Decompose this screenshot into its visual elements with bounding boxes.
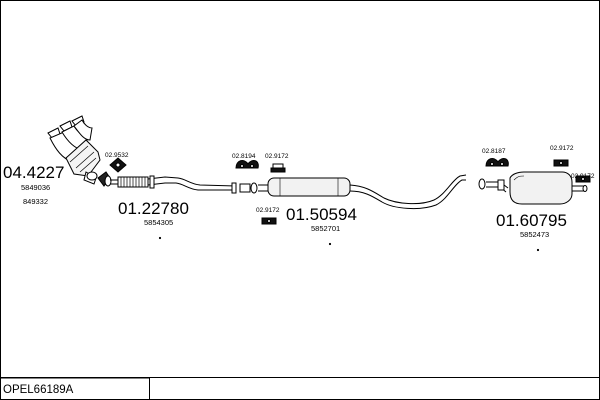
accessory-code: 02.9172	[550, 145, 574, 152]
accessory-code: 02.9172	[256, 207, 280, 214]
ref-number: 5852473	[520, 230, 549, 239]
front-pipe-drawing	[104, 175, 237, 194]
rubber-mount-icon	[553, 159, 569, 167]
part-number-middle-silencer: 01.50594	[286, 205, 357, 224]
accessory-code: 02.8194	[232, 153, 256, 160]
accessory-code: 02.9172	[571, 173, 595, 180]
hanger-icon	[485, 158, 509, 167]
ref-number: 5849036	[21, 183, 50, 192]
accessory-code: 02.9172	[265, 153, 289, 160]
ref-number: 5852701	[311, 224, 340, 233]
part-number-front-pipe: 01.22780	[118, 199, 189, 218]
rear-silencer-drawing	[478, 171, 588, 205]
rubber-mount-icon	[575, 175, 591, 183]
ref-number: 849332	[23, 197, 48, 206]
ref-number: 5854305	[144, 218, 173, 227]
accessory-code: 02.9532	[105, 152, 129, 159]
part-number-rear-silencer: 01.60795	[496, 211, 567, 230]
middle-silencer-drawing	[239, 174, 467, 210]
accessory-icons	[109, 157, 591, 252]
diagram-title: OPEL66189A	[3, 384, 74, 396]
manifold-catalyst-drawing	[47, 115, 111, 187]
rubber-mount-icon	[270, 163, 286, 173]
title-box: OPEL66189A	[0, 377, 150, 400]
rubber-mount-icon	[261, 217, 277, 225]
clamp-icon	[109, 157, 127, 173]
accessory-code: 02.8187	[482, 148, 506, 155]
hanger-icon	[235, 160, 259, 169]
part-number-manifold: 04.4227	[3, 163, 64, 182]
